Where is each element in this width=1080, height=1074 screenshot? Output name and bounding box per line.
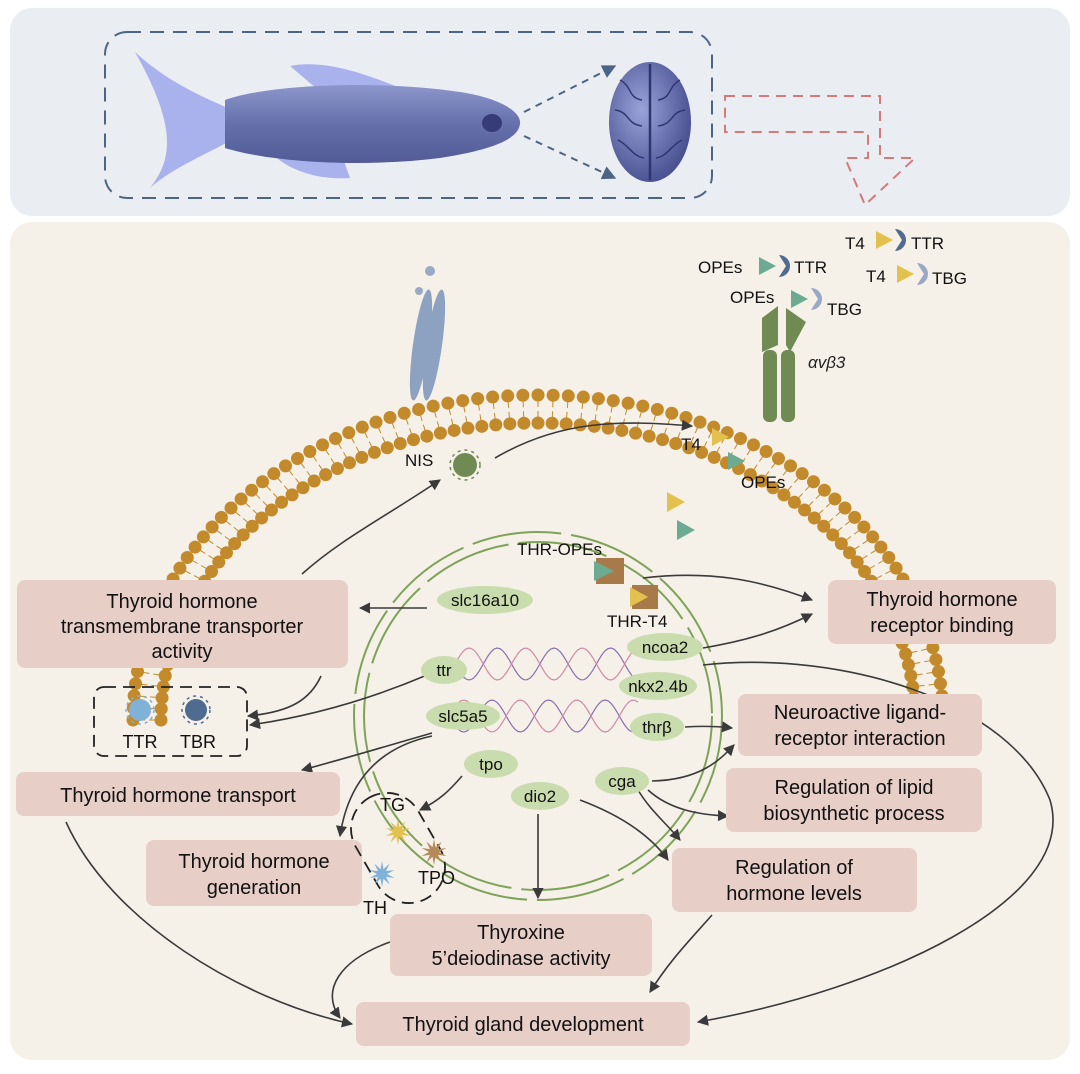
th-label: TH [363,898,387,918]
box-deiodinase-activity: Thyroxine 5’deiodinase activity [390,914,652,976]
tg-label: TG [380,795,405,815]
nis-label: NIS [405,451,433,470]
svg-text:activity: activity [151,641,212,663]
gene-tpo: tpo [464,750,518,778]
svg-text:transmembrane transporter: transmembrane transporter [61,616,304,638]
gene-slc5a5: slc5a5 [426,702,500,730]
svg-text:5’deiodinase activity: 5’deiodinase activity [432,948,611,970]
svg-text:OPEs: OPEs [730,288,774,307]
svg-text:ttr: ttr [436,661,451,680]
svg-text:generation: generation [207,877,302,899]
gene-ncoa2: ncoa2 [627,633,703,661]
svg-text:Thyroid hormone: Thyroid hormone [866,589,1017,611]
svg-text:slc16a10: slc16a10 [451,591,519,610]
thr-opes-label: THR-OPEs [517,540,602,559]
opes-label: OPEs [741,473,785,492]
svg-text:Thyroxine: Thyroxine [477,922,565,944]
t4-label: T4 [681,435,701,454]
svg-text:Neuroactive ligand-: Neuroactive ligand- [774,702,946,724]
box-hormone-transport: Thyroid hormone transport [16,772,340,816]
box-thyroid-gland-development: Thyroid gland development [356,1002,690,1046]
svg-text:tpo: tpo [479,755,503,774]
box-hormone-levels: Regulation of hormone levels [672,848,917,912]
svg-text:slc5a5: slc5a5 [438,707,487,726]
box-hormone-generation: Thyroid hormone generation [146,840,362,906]
svg-text:ncoa2: ncoa2 [642,638,688,657]
thr-t4-complex [630,585,658,609]
gene-slc16a10: slc16a10 [437,586,533,614]
svg-text:Thyroid gland development: Thyroid gland development [402,1014,644,1036]
svg-text:hormone levels: hormone levels [726,883,862,905]
svg-text:Thyroid hormone: Thyroid hormone [106,591,257,613]
svg-text:receptor interaction: receptor interaction [774,728,945,750]
svg-text:nkx2.4b: nkx2.4b [628,677,688,696]
svg-text:TBG: TBG [827,300,862,319]
svg-text:receptor binding: receptor binding [870,615,1013,637]
svg-text:Regulation of: Regulation of [735,857,853,879]
gene-ttr: ttr [421,656,467,684]
tpo-label: TPO [418,868,455,888]
box-receptor-binding: Thyroid hormone receptor binding [828,580,1056,644]
gene-cga: cga [595,767,649,795]
svg-text:dio2: dio2 [524,787,556,806]
svg-text:Thyroid hormone transport: Thyroid hormone transport [60,785,296,807]
svg-text:T4: T4 [866,267,886,286]
gene-nkx2-4b: nkx2.4b [619,672,697,700]
svg-text:TTR: TTR [794,258,827,277]
integrin-label: αvβ3 [808,353,846,372]
svg-text:Regulation of lipid: Regulation of lipid [775,777,934,799]
svg-text:Thyroid hormone: Thyroid hormone [178,851,329,873]
box-neuroactive-ligand: Neuroactive ligand- receptor interaction [738,694,982,756]
svg-text:OPEs: OPEs [698,258,742,277]
svg-text:TTR: TTR [911,234,944,253]
svg-text:TBG: TBG [932,269,967,288]
svg-text:biosynthetic process: biosynthetic process [763,803,944,825]
gene-dio2: dio2 [511,782,569,810]
svg-text:cga: cga [608,772,636,791]
brain-icon [609,62,691,182]
ttr-label: TTR [123,732,158,752]
box-lipid-biosynthesis: Regulation of lipid biosynthetic process [726,768,982,832]
tbr-label: TBR [180,732,216,752]
thr-opes-complex [594,558,624,584]
thr-t4-label: THR-T4 [607,612,667,631]
gene-thrb: thrβ [630,713,684,741]
svg-text:T4: T4 [845,234,865,253]
svg-text:thrβ: thrβ [642,718,672,737]
box-transmembrane-transporter: Thyroid hormone transmembrane transporte… [17,580,348,668]
